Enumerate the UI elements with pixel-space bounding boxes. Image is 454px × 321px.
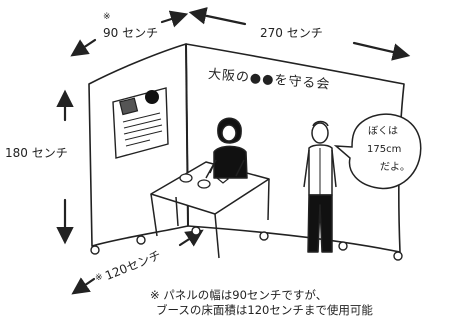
dimension-mark-bottom: ※	[95, 273, 103, 283]
footnote-line-2: ブースの床面積は120センチまで使用可能	[156, 303, 373, 317]
speech-line-3: だよ。	[380, 162, 410, 173]
dimension-label-top-left: 90 センチ	[103, 26, 159, 40]
dimension-label-height: 180 センチ	[5, 146, 68, 160]
panel-wheels	[90, 226, 403, 261]
poster	[112, 87, 169, 159]
speech-bubble	[333, 113, 422, 190]
dimension-mark-top: ※	[103, 12, 111, 22]
arrow-270-right	[352, 41, 411, 61]
footnote-line-1: ※ パネルの幅は90センチですが、	[150, 288, 328, 302]
seated-person	[205, 117, 248, 179]
dimension-label-top-right: 270 センチ	[260, 26, 323, 40]
arrow-90-left	[70, 38, 97, 57]
arrow-90-right	[160, 10, 189, 28]
dimension-arrows	[56, 7, 411, 295]
arrow-120-left	[71, 277, 96, 295]
speech-line-1: ぼくは	[368, 126, 398, 137]
arrow-270-left	[188, 7, 247, 26]
standing-man	[303, 120, 337, 253]
speech-line-2: 175cm	[367, 144, 402, 155]
